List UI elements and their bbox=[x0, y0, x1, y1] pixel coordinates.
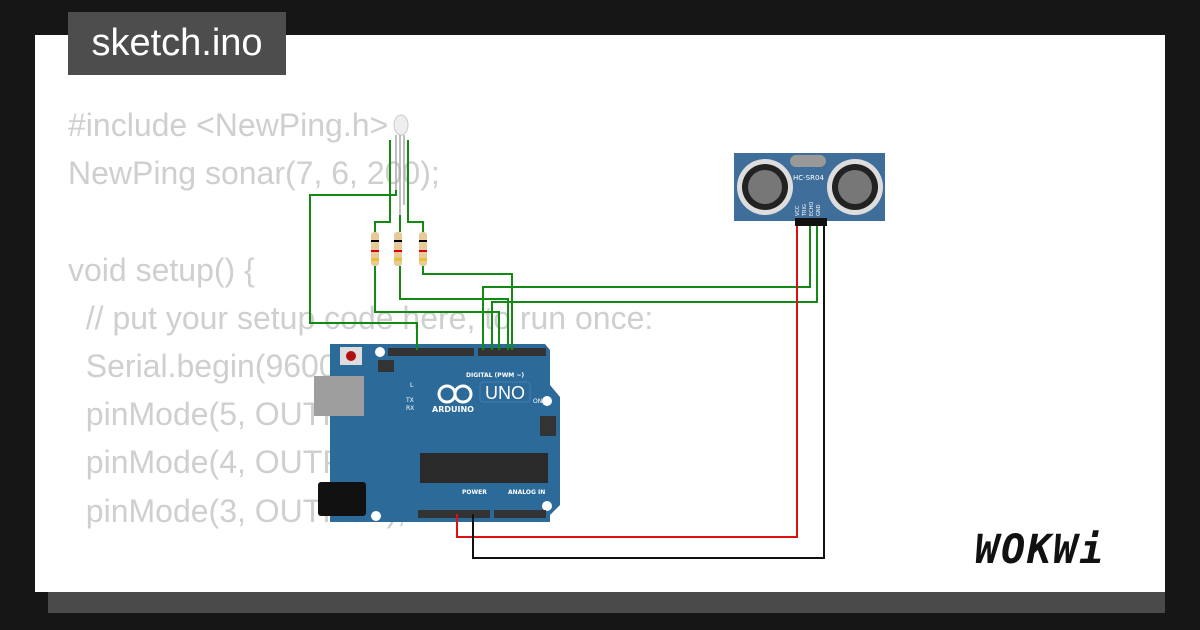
code-line: void setup() { bbox=[68, 251, 255, 288]
resistor[interactable] bbox=[394, 232, 402, 266]
code-line: pinMode(3, OUTPUT); bbox=[68, 492, 406, 529]
board-model: UNO bbox=[485, 383, 525, 403]
l-label: L bbox=[410, 382, 414, 389]
atmega-chip bbox=[420, 453, 548, 483]
sensor-pin-gnd: GND bbox=[816, 204, 822, 216]
code-line: Serial.begin(9600); bbox=[68, 347, 357, 384]
sensor-pin-vcc: VCC bbox=[795, 205, 801, 216]
board-brand: ARDUINO bbox=[432, 405, 474, 414]
wire-echo-pin6[interactable] bbox=[491, 226, 818, 350]
wire-r2-pin4[interactable] bbox=[399, 266, 509, 350]
wire-led-r1[interactable] bbox=[374, 140, 391, 232]
usb-port bbox=[314, 376, 364, 416]
wire-gnd[interactable] bbox=[472, 226, 825, 559]
wire-vcc-5v[interactable] bbox=[456, 226, 798, 538]
digital-header-low bbox=[478, 348, 546, 356]
rgb-led[interactable] bbox=[393, 114, 409, 215]
sensor-pin-trig: TRIG bbox=[802, 204, 808, 217]
wokwi-logo: WOKWi bbox=[975, 527, 1106, 573]
rx-label: RX bbox=[406, 405, 414, 412]
code-line: } bbox=[68, 583, 653, 592]
hc-sr04-sensor[interactable]: HC-SR04 VCC TRIG ECHO GND bbox=[734, 153, 885, 226]
resistor[interactable] bbox=[419, 232, 427, 266]
sensor-pin-echo: ECHO bbox=[809, 202, 815, 216]
wire-r1-pin5[interactable] bbox=[374, 266, 500, 350]
on-label: ON bbox=[533, 398, 542, 405]
file-tab-title: sketch.ino bbox=[68, 12, 286, 75]
wire-trig-pin7[interactable] bbox=[482, 226, 811, 350]
analog-label: ANALOG IN bbox=[508, 489, 545, 496]
resistor[interactable] bbox=[371, 232, 379, 266]
power-jack bbox=[318, 482, 366, 516]
wire-r3-pin3[interactable] bbox=[422, 266, 513, 350]
arduino-uno-board[interactable]: UNO ARDUINO DIGITAL (PWM ~) POWER ANALOG… bbox=[314, 344, 560, 522]
code-line: #include <NewPing.h> bbox=[68, 107, 389, 143]
sensor-label: HC-SR04 bbox=[793, 174, 824, 182]
digital-header-high bbox=[388, 348, 474, 356]
power-label: POWER bbox=[462, 489, 487, 496]
power-header bbox=[418, 510, 490, 518]
wire-led-gnd[interactable] bbox=[309, 190, 418, 350]
code-line: // put your setup code here, to run once… bbox=[68, 299, 654, 336]
tx-label: TX bbox=[405, 397, 414, 404]
analog-header bbox=[494, 510, 546, 518]
digital-label: DIGITAL (PWM ~) bbox=[466, 372, 524, 379]
wire-led-r3[interactable] bbox=[407, 140, 424, 232]
